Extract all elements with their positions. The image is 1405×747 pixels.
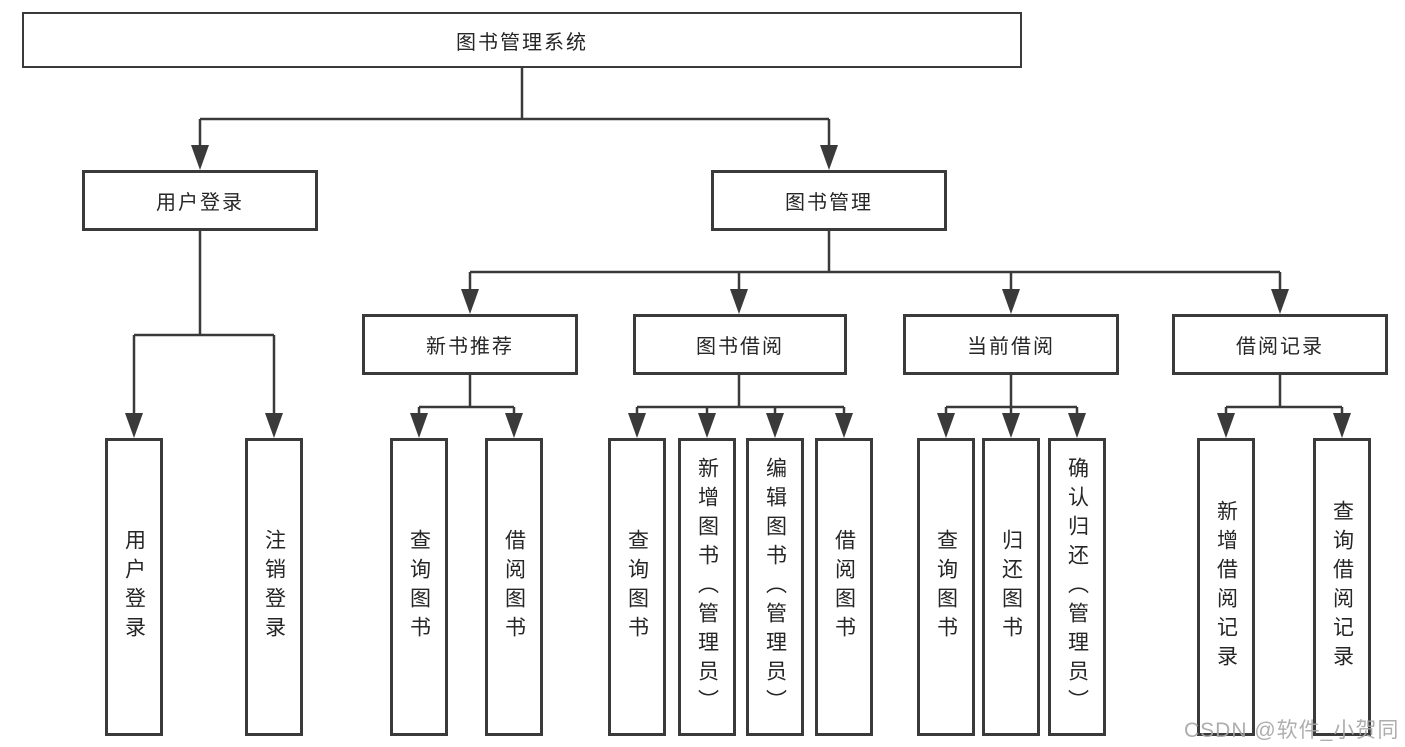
node-book-borrow: 图书借阅 xyxy=(633,314,847,375)
leaf-add-borrow-record: 新增借阅记录 xyxy=(1197,438,1255,736)
arrowhead-icons xyxy=(125,145,1351,438)
leaf-user-login: 用户登录 xyxy=(105,438,163,736)
leaf-borrow-books-recommend: 借阅图书 xyxy=(485,438,543,736)
leaf-add-book-admin: 新增图书（管理员） xyxy=(678,438,736,736)
leaf-logout: 注销登录 xyxy=(245,438,303,736)
node-current-borrow: 当前借阅 xyxy=(903,314,1119,375)
node-borrow-records: 借阅记录 xyxy=(1172,314,1388,375)
leaf-borrow-books: 借阅图书 xyxy=(815,438,873,736)
node-book-management: 图书管理 xyxy=(711,170,947,231)
leaf-return-books: 归还图书 xyxy=(982,438,1040,736)
node-user-login: 用户登录 xyxy=(82,170,318,231)
leaf-query-books-borrow: 查询图书 xyxy=(608,438,666,736)
leaf-confirm-return-admin: 确认归还（管理员） xyxy=(1048,438,1106,736)
leaf-query-borrow-record: 查询借阅记录 xyxy=(1313,438,1371,736)
csdn-watermark: CSDN @软件_小贺同学 xyxy=(1184,719,1400,742)
leaf-query-books-recommend: 查询图书 xyxy=(390,438,448,736)
node-root: 图书管理系统 xyxy=(22,12,1022,68)
leaf-query-books-current: 查询图书 xyxy=(917,438,975,736)
leaf-edit-book-admin: 编辑图书（管理员） xyxy=(746,438,804,736)
node-new-book-recommend: 新书推荐 xyxy=(362,314,578,375)
